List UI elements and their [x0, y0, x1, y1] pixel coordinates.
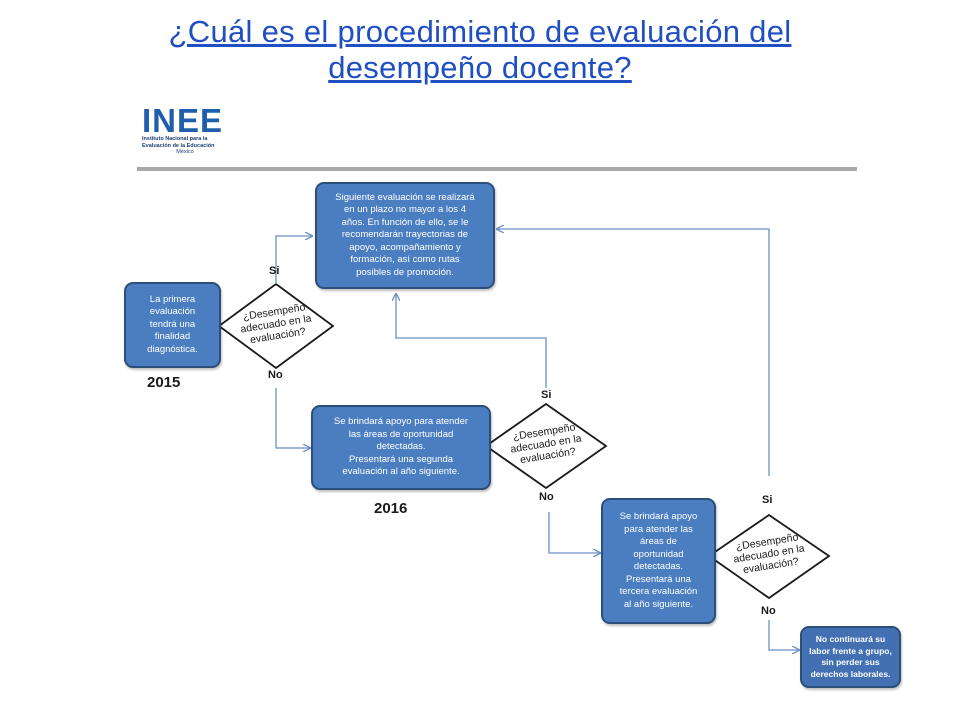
- box-final-outcome: No continuará su labor frente a grupo, s…: [800, 626, 901, 688]
- box-first-evaluation: La primera evaluación tendrá una finalid…: [124, 282, 221, 368]
- year-2015: 2015: [147, 374, 181, 391]
- label-no-1: No: [268, 369, 283, 381]
- connector-d3-no: [768, 620, 799, 650]
- label-no-3: No: [761, 605, 776, 617]
- connector-d1-no: [275, 388, 310, 448]
- decision-diamond-1: [217, 282, 335, 370]
- label-yes-1: Si: [269, 265, 280, 277]
- page-title[interactable]: ¿Cuál es el procedimiento de evaluación …: [0, 14, 960, 86]
- connector-d1-yes: [275, 236, 312, 284]
- decision-diamond-2: [484, 402, 608, 490]
- title-line-1[interactable]: ¿Cuál es el procedimiento de evaluación …: [168, 14, 792, 49]
- title-line-2[interactable]: desempeño docente?: [328, 50, 632, 85]
- logo-subtitle-3: México: [176, 149, 194, 155]
- logo-subtitle-1: Instituto Nacional para la: [142, 136, 208, 142]
- box-next-evaluation: Siguiente evaluación se realizará en un …: [315, 182, 495, 289]
- label-yes-2: Si: [541, 389, 552, 401]
- decision-diamond-3: [707, 513, 831, 600]
- connector-d2-yes: [396, 294, 547, 388]
- connector-d2-no: [548, 512, 600, 553]
- logo-wordmark: INEE: [142, 102, 224, 139]
- logo-subtitle-2: Evaluación de la Educación: [142, 142, 215, 149]
- connector-d3-yes: [497, 229, 770, 476]
- box-support-third: Se brindará apoyo para atender las áreas…: [601, 498, 716, 624]
- year-2016: 2016: [374, 500, 408, 517]
- box-support-2016: Se brindará apoyo para atender las áreas…: [311, 405, 491, 490]
- label-no-2: No: [539, 491, 554, 503]
- header-divider: [137, 167, 857, 171]
- inee-logo: INEE Instituto Nacional para la Evaluaci…: [142, 102, 232, 162]
- label-yes-3: Si: [762, 494, 773, 506]
